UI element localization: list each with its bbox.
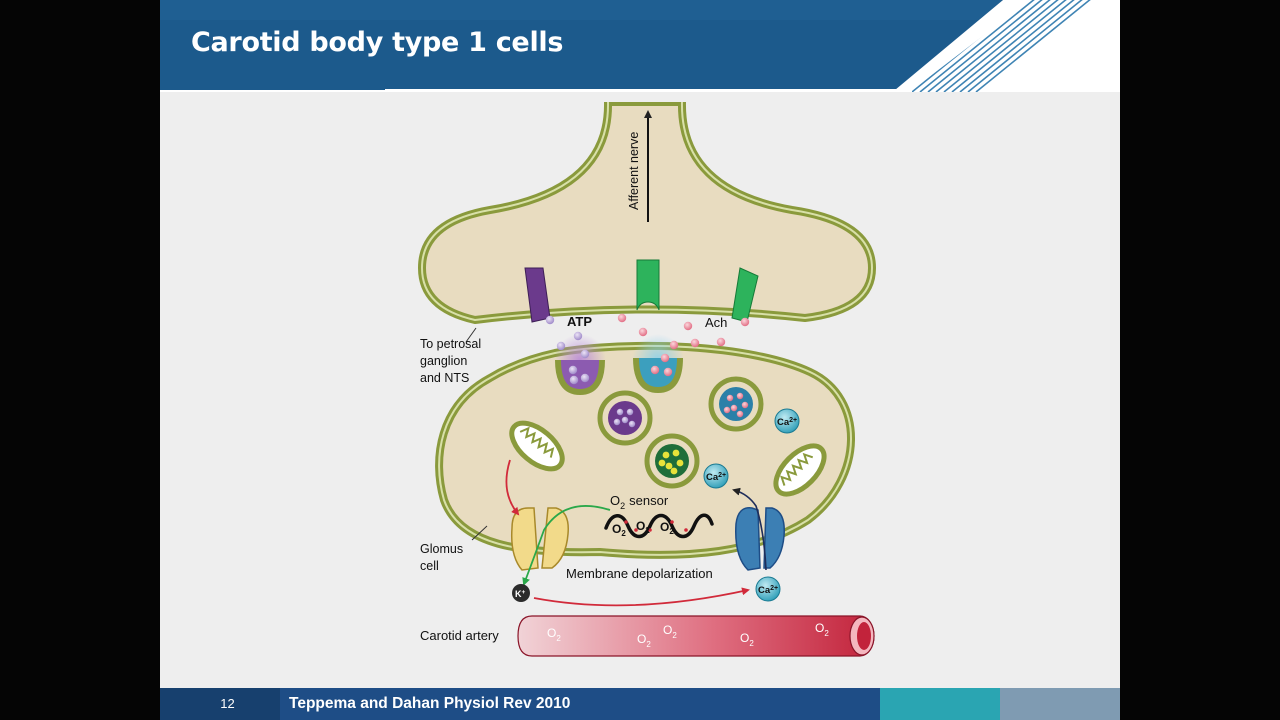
ach-vesicle xyxy=(708,376,764,432)
afferent-nerve-label: Afferent nerve xyxy=(627,132,641,210)
released-ach xyxy=(617,313,750,377)
slide-header: Carotid body type 1 cells xyxy=(160,0,1120,92)
petrosal-label: To petrosal ganglion and NTS xyxy=(420,337,485,385)
svg-text:O2: O2 xyxy=(815,621,829,638)
mitochondria-to-k-arrow xyxy=(505,459,520,516)
svg-text:O2: O2 xyxy=(636,519,650,535)
depolarization-arrow xyxy=(533,587,750,607)
svg-text:O2: O2 xyxy=(547,626,561,643)
exocytosis-vesicle-atp xyxy=(555,359,605,396)
svg-text:K+: K+ xyxy=(515,589,526,599)
mitochondrion-right xyxy=(773,443,827,497)
atp-label: ATP xyxy=(567,314,592,329)
slide-title: Carotid body type 1 cells xyxy=(191,27,564,58)
artery-o2-labels: O2 O2 O2 O2 O2 xyxy=(547,621,829,649)
ca-channel xyxy=(735,507,785,571)
slide: Carotid body type 1 cells xyxy=(160,0,1120,720)
svg-text:Ca2+: Ca2+ xyxy=(758,585,778,596)
carotid-artery-label: Carotid artery xyxy=(420,628,499,643)
nicotinic-receptor-center xyxy=(636,259,660,311)
membrane-depolarization-label: Membrane depolarization xyxy=(566,566,713,581)
svg-text:O2: O2 xyxy=(663,623,677,640)
slide-number: 12 xyxy=(220,696,235,711)
svg-text:Ca2+: Ca2+ xyxy=(777,417,797,428)
ca-ion-cytoplasm-2: Ca2+ xyxy=(703,463,729,489)
exocytosis-vesicle-ach xyxy=(633,357,683,394)
ca-ion-extracellular: Ca2+ xyxy=(755,576,781,602)
glomus-cell-label: Glomus cell xyxy=(420,542,467,573)
carotid-artery xyxy=(517,615,875,657)
atp-vesicle xyxy=(597,390,653,446)
ca-influx-arrow xyxy=(732,487,767,571)
letterbox-right xyxy=(1120,0,1280,720)
letterbox-left xyxy=(0,0,160,720)
slide-footer xyxy=(160,688,1120,720)
ca-ion-cytoplasm-1: Ca2+ xyxy=(774,408,800,434)
footer-citation: Teppema and Dahan Physiol Rev 2010 xyxy=(289,695,571,712)
svg-text:O2: O2 xyxy=(637,632,651,649)
header-band xyxy=(160,0,1120,92)
sensor-to-k-arrow xyxy=(522,505,611,586)
k-ion: K+ xyxy=(512,584,530,602)
svg-text:O2: O2 xyxy=(740,631,754,648)
svg-text:O2: O2 xyxy=(660,520,674,536)
ach-label: Ach xyxy=(705,315,727,330)
svg-text:O2: O2 xyxy=(612,522,626,538)
mitochondrion-left xyxy=(509,420,565,472)
carotid-body-diagram: Afferent nerve ATP Ach xyxy=(418,92,876,657)
released-atp xyxy=(545,315,590,385)
o2-sensor: O2 O2 O2 xyxy=(604,513,714,539)
svg-text:Ca2+: Ca2+ xyxy=(706,472,726,483)
dopamine-vesicle xyxy=(644,433,700,489)
